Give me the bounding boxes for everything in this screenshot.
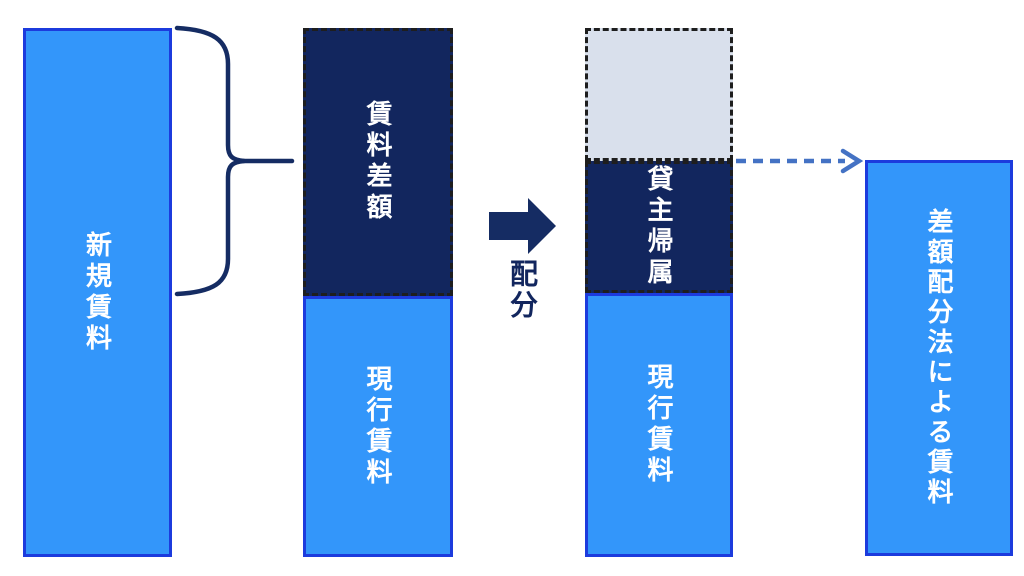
difference-brace bbox=[174, 25, 295, 297]
bar-lessor-attribution: 貸主帰属 bbox=[585, 161, 733, 293]
bar-result-rent: 差額配分法による賃料 bbox=[865, 160, 1013, 556]
bar-current-rent-left-label: 現行賃料 bbox=[363, 364, 393, 489]
bar-result-rent-label: 差額配分法による賃料 bbox=[924, 208, 954, 508]
right-arrow-icon bbox=[489, 198, 556, 254]
bar-rent-difference-label: 賃料差額 bbox=[363, 100, 393, 224]
bar-gray-segment bbox=[585, 28, 733, 161]
allocation-label: 配分 bbox=[507, 259, 538, 321]
bar-new-rent-label: 新規賃料 bbox=[82, 230, 113, 355]
dashed-arrow-icon bbox=[736, 148, 864, 174]
bar-rent-difference: 賃料差額 bbox=[303, 28, 453, 296]
bar-current-rent-right: 現行賃料 bbox=[585, 293, 733, 557]
bar-lessor-attribution-label: 貸主帰属 bbox=[644, 165, 674, 289]
bar-current-rent-right-label: 現行賃料 bbox=[644, 363, 674, 487]
bar-current-rent-left: 現行賃料 bbox=[303, 296, 453, 557]
bar-new-rent: 新規賃料 bbox=[23, 28, 172, 557]
